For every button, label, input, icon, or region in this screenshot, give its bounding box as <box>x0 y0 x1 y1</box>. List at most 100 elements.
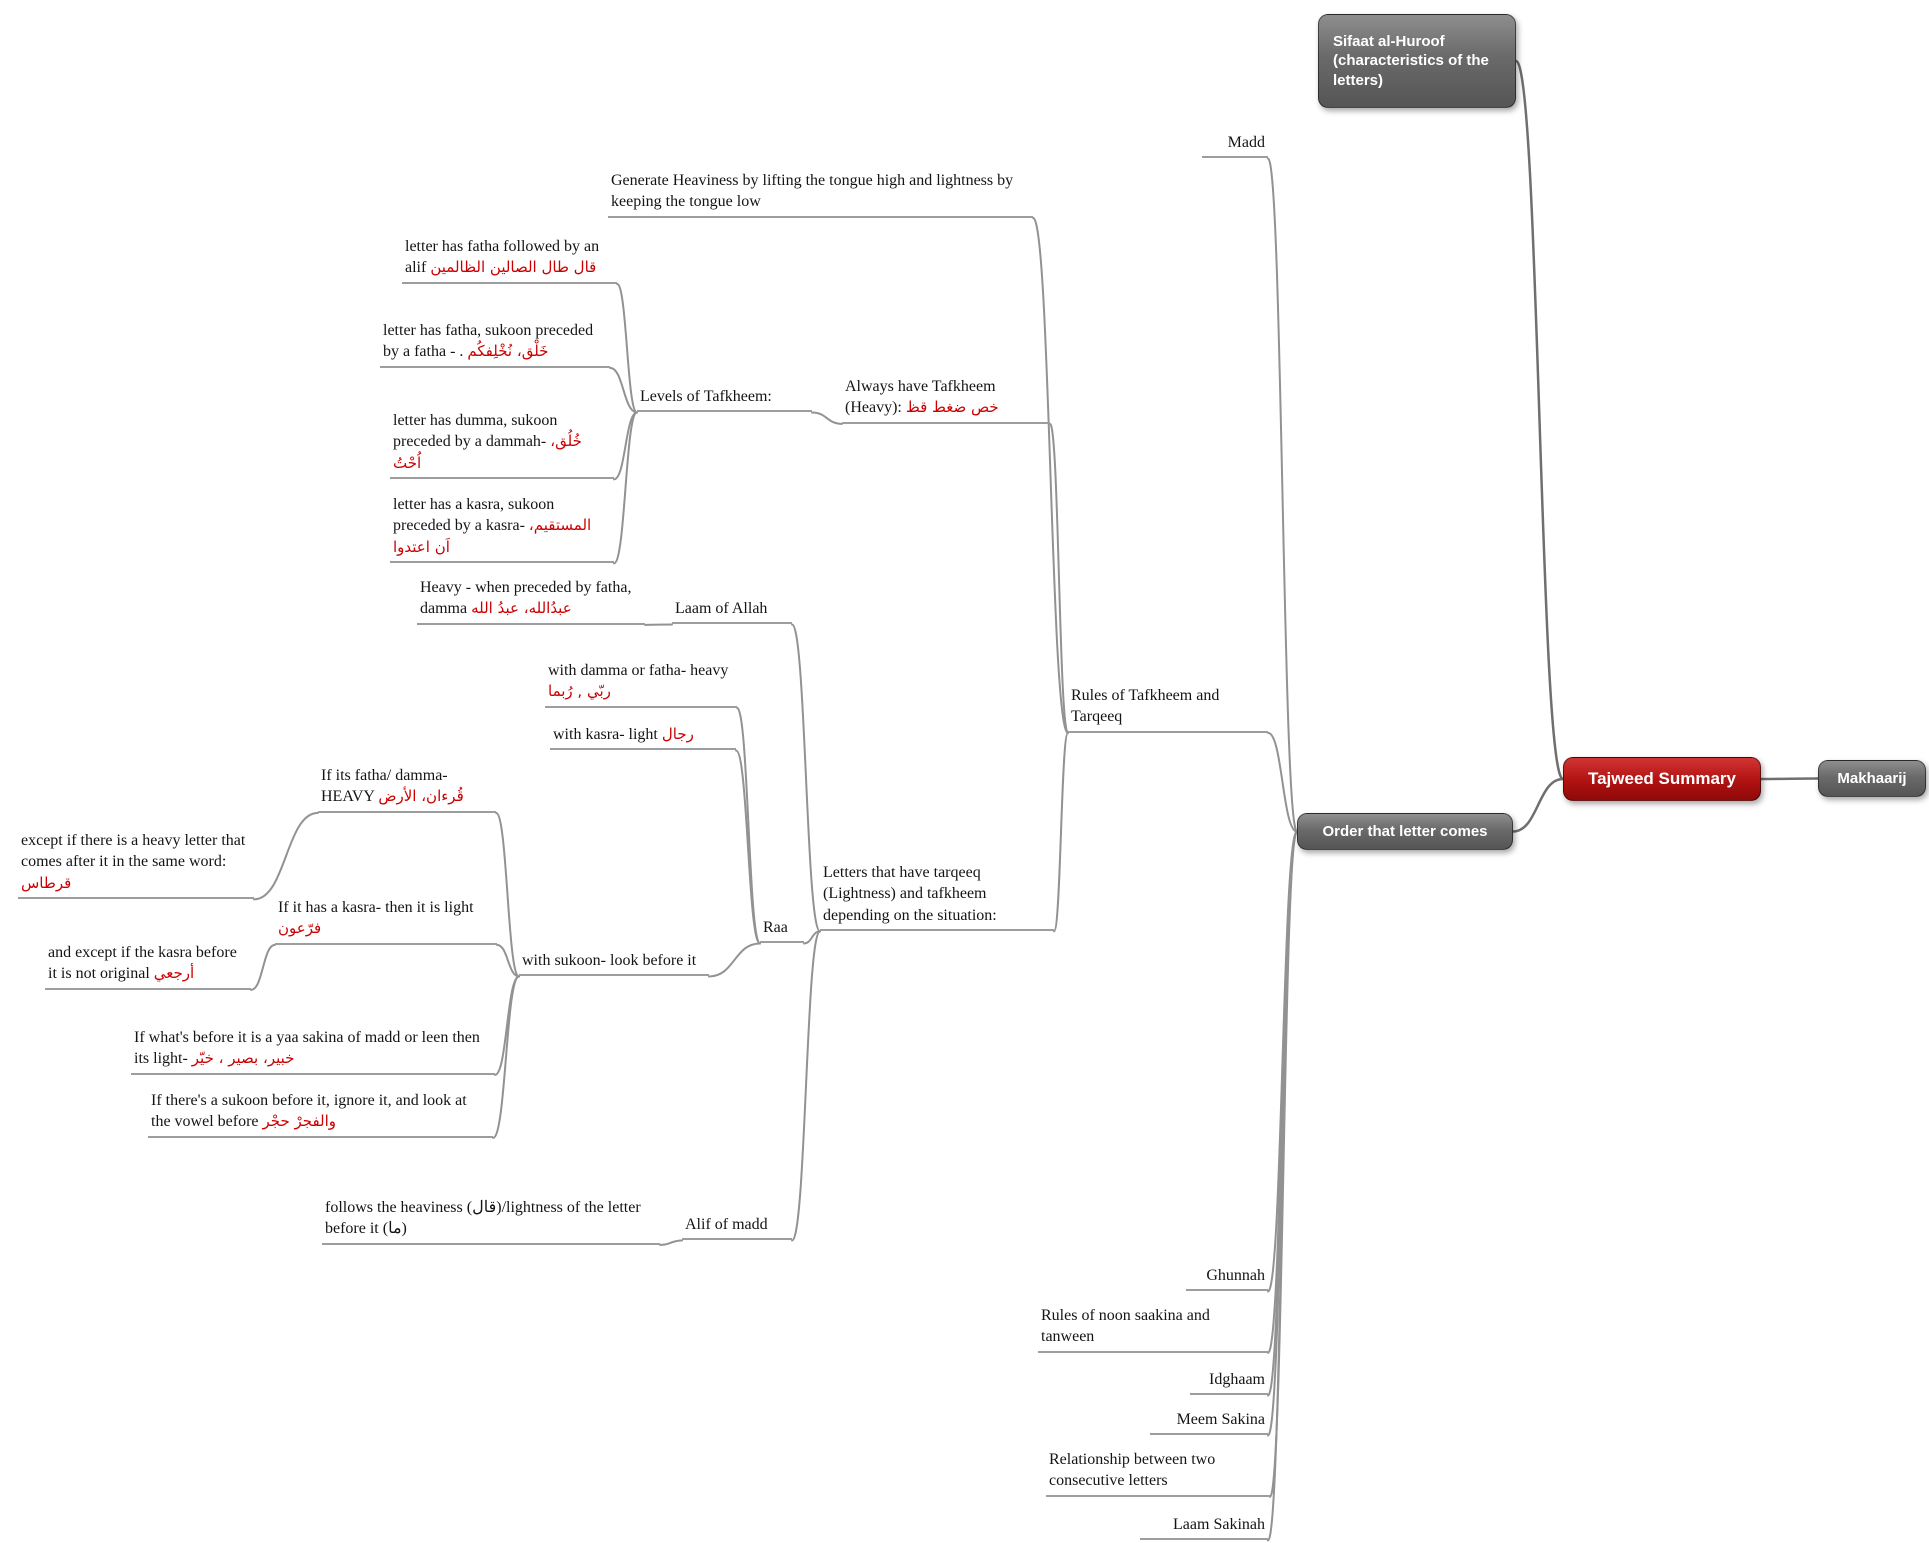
node-letters-tarqeeq-tafkheem[interactable]: Letters that have tarqeeq (Lightness) an… <box>820 862 1054 932</box>
node-makhaarij-label: Makhaarij <box>1837 770 1907 787</box>
edge-connector <box>494 975 520 1076</box>
edge-connector <box>250 943 276 991</box>
node-alif-of-madd-label: Alif of madd <box>685 1216 768 1233</box>
node-raa-damma-fatha-heavy-arabic: ربّي , رُبما <box>548 682 611 701</box>
node-raa[interactable]: Raa <box>760 917 804 944</box>
edge-connector <box>1511 777 1565 833</box>
node-level-kasra-sukoon-arabic: المستقيم، اَن اعتدوا <box>393 516 592 556</box>
node-idghaam[interactable]: Idghaam <box>1190 1369 1268 1396</box>
edge-connector <box>1267 830 1298 1542</box>
node-exception-kasra-not-original-arabic: أرجعي <box>153 964 195 983</box>
edge-connector <box>1267 731 1298 833</box>
node-sukoon-fatha-heavy[interactable]: If its fatha/ damma- HEAVY قُرءان، الأرض <box>318 765 496 813</box>
node-level-fatha-alif-arabic: قال طال الصالين الظالمين <box>430 258 597 277</box>
node-generate-heaviness-label: Generate Heaviness by lifting the tongue… <box>611 172 1014 211</box>
edge-connector <box>1759 777 1820 781</box>
node-raa-damma-fatha-heavy-label: with damma or fatha- heavy <box>548 662 729 679</box>
node-sukoon-fatha-heavy-label: If its fatha/ damma- HEAVY <box>321 767 448 806</box>
node-rules-of-tafkheem[interactable]: Rules of Tafkheem and Tarqeeq <box>1068 685 1268 733</box>
node-laam-heavy-rule[interactable]: Heavy - when preceded by fatha, damma عب… <box>417 577 645 625</box>
node-level-fatha-alif[interactable]: letter has fatha followed by an alif قال… <box>402 236 617 284</box>
edge-connector <box>609 366 638 414</box>
node-sifaat-label: Sifaat al-Huroof (characteristics of the… <box>1333 32 1489 89</box>
node-meem-sakina-label: Meem Sakina <box>1176 1411 1265 1428</box>
edge-connector <box>791 930 821 1242</box>
edge-connector <box>1053 731 1069 933</box>
edge-connector <box>496 943 520 978</box>
edge-connector <box>1032 216 1069 734</box>
node-level-dumma-sukoon[interactable]: letter has dumma, sukoon preceded by a d… <box>390 410 614 480</box>
node-rules-noon-saakina-tanween[interactable]: Rules of noon saakina and tanween <box>1038 1305 1268 1353</box>
node-raa-damma-fatha-heavy[interactable]: with damma or fatha- heavy ربّي , رُبما <box>545 660 737 708</box>
node-alif-of-madd[interactable]: Alif of madd <box>682 1214 792 1241</box>
edge-connector <box>616 282 638 414</box>
node-laam-sakinah[interactable]: Laam Sakinah <box>1140 1514 1268 1541</box>
node-exception-kasra-not-original[interactable]: and except if the kasra before it is not… <box>45 942 251 990</box>
node-level-fatha-alif-label: letter has fatha followed by an alif <box>405 238 600 277</box>
node-ghunnah-label: Ghunnah <box>1206 1267 1265 1284</box>
edge-connector <box>1049 422 1069 734</box>
node-sifaat-al-huroof[interactable]: Sifaat al-Huroof (characteristics of the… <box>1318 14 1516 108</box>
node-level-kasra-sukoon-label: letter has a kasra, sukoon preceded by a… <box>393 496 555 535</box>
edge-connector <box>495 811 520 978</box>
edge-connector <box>613 411 638 565</box>
node-raa-kasra-light[interactable]: with kasra- light رجال <box>550 724 736 751</box>
node-letters-tarqeeq-label: Letters that have tarqeeq (Lightness) an… <box>823 864 997 924</box>
node-ghunnah[interactable]: Ghunnah <box>1186 1265 1268 1292</box>
node-laam-of-allah[interactable]: Laam of Allah <box>672 598 792 625</box>
node-laam-sakinah-label: Laam Sakinah <box>1173 1516 1265 1533</box>
node-exception-heavy-letter-after-label: except if there is a heavy letter that c… <box>21 832 246 871</box>
edge-connector <box>811 411 843 425</box>
node-tajweed-summary[interactable]: Tajweed Summary <box>1563 757 1761 801</box>
node-makhaarij[interactable]: Makhaarij <box>1818 760 1926 797</box>
node-rules-noon-saakina-tanween-label: Rules of noon saakina and tanween <box>1041 1307 1210 1346</box>
node-level-fatha-sukoon[interactable]: letter has fatha, sukoon preceded by a f… <box>380 320 610 368</box>
edge-connector <box>613 411 638 481</box>
node-madd[interactable]: Madd <box>1202 132 1268 159</box>
node-idghaam-label: Idghaam <box>1209 1371 1265 1388</box>
edge-connector <box>736 706 761 945</box>
node-generate-heaviness[interactable]: Generate Heaviness by lifting the tongue… <box>608 170 1033 218</box>
node-level-dumma-sukoon-label: letter has dumma, sukoon preceded by a d… <box>393 412 558 451</box>
node-laam-heavy-rule-label: Heavy - when preceded by fatha, damma <box>420 579 632 618</box>
node-levels-of-tafkheem-label: Levels of Tafkheem: <box>640 388 772 405</box>
node-raa-kasra-light-arabic: رجال <box>661 725 694 743</box>
node-relationship-consecutive-letters[interactable]: Relationship between two consecutive let… <box>1046 1449 1270 1497</box>
node-relationship-consecutive-letters-label: Relationship between two consecutive let… <box>1049 1451 1216 1490</box>
node-meem-sakina[interactable]: Meem Sakina <box>1150 1409 1268 1436</box>
node-laam-of-allah-label: Laam of Allah <box>675 600 768 617</box>
node-tajweed-summary-label: Tajweed Summary <box>1587 769 1737 788</box>
node-madd-label: Madd <box>1227 134 1265 151</box>
node-raa-sukoon-look-before[interactable]: with sukoon- look before it <box>519 950 709 977</box>
edge-connector <box>1267 157 1298 833</box>
edge-connector <box>1514 59 1565 781</box>
node-sukoon-before-ignore-label: If there's a sukoon before it, ignore it… <box>151 1092 467 1131</box>
node-level-kasra-sukoon[interactable]: letter has a kasra, sukoon preceded by a… <box>390 494 614 564</box>
node-sukoon-fatha-heavy-arabic: قُرءان، الأرض <box>378 787 464 806</box>
node-sukoon-before-ignore-arabic: والفجرْ حجْر <box>262 1112 337 1131</box>
node-level-fatha-sukoon-arabic: خَلْق، نُخْلِفكُم <box>467 342 549 361</box>
node-level-fatha-sukoon-label: letter has fatha, sukoon preceded by a f… <box>383 322 594 361</box>
node-sukoon-before-ignore[interactable]: If there's a sukoon before it, ignore it… <box>148 1090 493 1138</box>
node-sukoon-kasra-light-label: If it has a kasra- then it is light <box>278 899 474 916</box>
node-exception-kasra-not-original-label: and except if the kasra before it is not… <box>48 944 237 983</box>
node-order-label: Order that letter comes <box>1322 823 1488 840</box>
node-order-that-letter-comes[interactable]: Order that letter comes <box>1297 813 1513 850</box>
node-level-dumma-sukoon-arabic: خُلُق، اُحْتُ <box>393 432 582 472</box>
node-exception-heavy-letter-after-arabic: قرطاس <box>21 873 72 892</box>
node-always-tafkheem[interactable]: Always have Tafkheem (Heavy): خص ضغط قظ <box>842 376 1050 424</box>
node-yaa-sakina-before-light-arabic: خبير، بصير ، خيّر <box>191 1049 295 1068</box>
edge-connector <box>1267 830 1298 1437</box>
node-sukoon-kasra-light[interactable]: If it has a kasra- then it is light فرّع… <box>275 897 497 945</box>
node-raa-label: Raa <box>763 919 788 936</box>
node-alif-follows-previous-letter[interactable]: follows the heaviness (قال)/lightness of… <box>322 1197 660 1245</box>
node-laam-heavy-rule-arabic: عبدُالله، عبدُ الله <box>471 599 572 618</box>
node-rules-of-tafkheem-label: Rules of Tafkheem and Tarqeeq <box>1071 687 1220 726</box>
node-always-tafkheem-arabic: خص ضغط قظ <box>905 398 999 417</box>
node-levels-of-tafkheem[interactable]: Levels of Tafkheem: <box>637 386 812 413</box>
node-exception-heavy-letter-after[interactable]: except if there is a heavy letter that c… <box>18 830 254 900</box>
node-alif-follows-previous-letter-label: follows the heaviness (قال)/lightness of… <box>325 1199 641 1238</box>
node-yaa-sakina-before-light[interactable]: If what's before it is a yaa sakina of m… <box>131 1027 495 1075</box>
